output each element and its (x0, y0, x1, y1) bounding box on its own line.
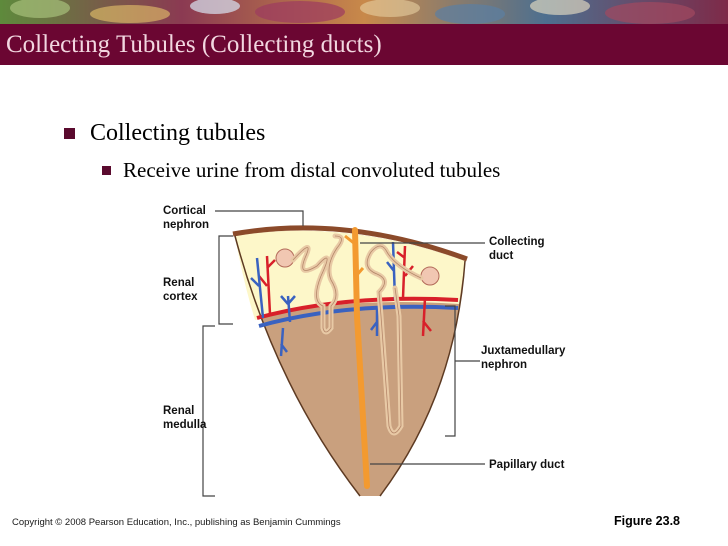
label-renal-cortex-line2: cortex (163, 291, 198, 303)
bullet-text: Collecting tubules (90, 120, 266, 146)
label-renal-medulla-line2: medulla (163, 419, 207, 431)
arcuate-vein (258, 304, 459, 328)
bullet-text: Receive urine from distal convoluted tub… (123, 158, 501, 182)
bullet-level-1: Collecting tubules (64, 120, 265, 147)
renal-capsule (232, 225, 468, 262)
slide-title: Collecting Tubules (Collecting ducts) (6, 31, 382, 58)
collecting-duct (352, 227, 370, 489)
label-renal-medulla-line1: Renal (163, 405, 194, 417)
label-juxtamedullary-line2: nephron (481, 359, 527, 371)
label-leaders-right (360, 242, 485, 465)
label-brackets-left (202, 210, 304, 497)
arcuate-artery (256, 296, 459, 320)
title-bar (0, 24, 728, 65)
label-collecting-duct-line2: duct (489, 250, 513, 262)
bullet-level-2: Receive urine from distal convoluted tub… (102, 158, 500, 183)
decorative-banner-image (0, 0, 728, 24)
juxtamedullary-nephron (364, 243, 440, 436)
label-papillary-duct: Papillary duct (489, 459, 565, 471)
label-cortical-nephron-line1: Cortical (163, 205, 206, 217)
label-cortical-nephron-line2: nephron (163, 219, 209, 231)
kidney-collecting-duct-figure: Cortical nephron Renal cortex Renal medu… (163, 205, 566, 497)
square-bullet-icon (64, 128, 75, 139)
square-bullet-icon (102, 166, 111, 175)
cortical-nephron (275, 233, 344, 335)
figure-number: Figure 23.8 (614, 514, 680, 528)
label-renal-cortex-line1: Renal (163, 277, 194, 289)
label-collecting-duct-line1: Collecting (489, 236, 545, 248)
label-juxtamedullary-line1: Juxtamedullary (481, 345, 566, 357)
copyright-footer: Copyright © 2008 Pearson Education, Inc.… (12, 517, 341, 528)
